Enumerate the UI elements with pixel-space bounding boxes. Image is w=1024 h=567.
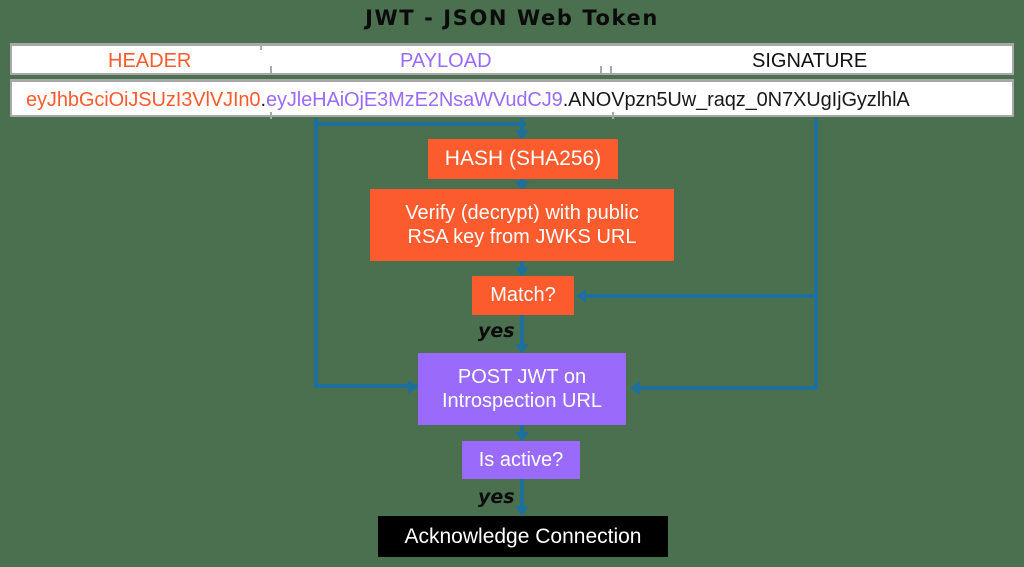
arrowhead-into-match-right bbox=[576, 289, 586, 303]
edge-right-rail-to-post bbox=[640, 386, 818, 390]
jwt-token-payload-part: eyJleHAiOjE3MzE2NsaWVudCJ9 bbox=[265, 89, 563, 111]
edge-right-rail-to-match bbox=[584, 294, 818, 298]
segment-divider-tick bbox=[600, 66, 602, 75]
node-post-line1: POST JWT on bbox=[457, 365, 587, 388]
jwt-signature-label: SIGNATURE bbox=[752, 50, 868, 72]
segment-divider-tick bbox=[270, 66, 272, 75]
node-post-line2: Introspection URL bbox=[441, 390, 603, 412]
jwt-token-text: eyJhbGciOiJSUzI3VlVJIn0.eyJleHAiOjE3MzE2… bbox=[26, 87, 910, 114]
segment-divider-tick bbox=[610, 66, 612, 75]
token-divider-tick bbox=[612, 112, 614, 119]
edge-match-yes-to-post bbox=[520, 315, 524, 349]
arrowhead-into-post-top bbox=[515, 344, 529, 354]
jwt-token-signature-part: ANOVpzn5Uw_raqz_0N7XUgIjGyzlhlA bbox=[568, 89, 910, 111]
jwt-token-dot-1: . bbox=[260, 89, 266, 111]
node-post-jwt[interactable]: POST JWT on Introspection URL bbox=[418, 353, 626, 425]
jwt-token-strip: eyJhbGciOiJSUzI3VlVJIn0.eyJleHAiOjE3MzE2… bbox=[10, 79, 1014, 117]
page-title: JWT - JSON Web Token bbox=[365, 6, 659, 30]
jwt-segment-label-strip: HEADER PAYLOAD SIGNATURE bbox=[10, 43, 1014, 75]
node-match[interactable]: Match? bbox=[472, 276, 574, 315]
jwt-payload-label: PAYLOAD bbox=[400, 50, 492, 72]
arrowhead-into-post-right bbox=[630, 381, 640, 395]
arrowhead-into-match bbox=[515, 267, 529, 277]
edge-label-match-yes: yes bbox=[478, 320, 515, 342]
node-verify-line2: RSA key from JWKS URL bbox=[407, 226, 637, 248]
edge-left-rail-bottom-horizontal bbox=[314, 384, 426, 388]
edge-left-rail-vertical bbox=[314, 118, 318, 388]
segment-divider-tick bbox=[260, 43, 262, 50]
node-hash[interactable]: HASH (SHA256) bbox=[428, 139, 618, 179]
edge-right-rail-vertical bbox=[814, 118, 818, 390]
node-verify[interactable]: Verify (decrypt) with public RSA key fro… bbox=[370, 189, 674, 261]
jwt-token-dot-2: . bbox=[562, 89, 569, 111]
edge-isactive-yes-to-ack bbox=[520, 479, 524, 511]
arrowhead-into-post-left bbox=[408, 380, 418, 394]
node-is-active[interactable]: Is active? bbox=[462, 441, 580, 479]
jwt-header-label: HEADER bbox=[108, 50, 192, 72]
edge-left-rail-top-horizontal bbox=[314, 122, 526, 126]
arrowhead-into-ack bbox=[515, 506, 529, 516]
node-verify-line1: Verify (decrypt) with public bbox=[405, 201, 639, 224]
arrowhead-into-hash bbox=[515, 130, 529, 140]
jwt-token-header-part: eyJhbGciOiJSUzI3VlVJIn0 bbox=[26, 89, 261, 111]
node-acknowledge-connection[interactable]: Acknowledge Connection bbox=[378, 516, 668, 557]
edge-label-isactive-yes: yes bbox=[478, 486, 515, 508]
arrowhead-into-verify bbox=[515, 181, 529, 191]
arrowhead-into-isactive bbox=[515, 432, 529, 442]
edge-token-to-hash bbox=[520, 118, 524, 134]
token-divider-tick bbox=[270, 112, 272, 119]
